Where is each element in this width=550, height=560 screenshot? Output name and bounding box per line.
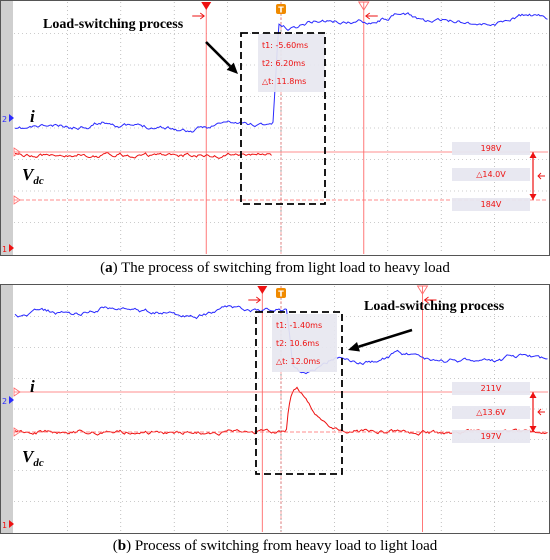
panel-a-annotation-text: Load-switching process — [43, 17, 184, 32]
panel-b-annotation-arrow-head — [348, 341, 360, 352]
panel-b-trigger-marker: T — [278, 290, 284, 299]
panel-b-voltage-label-main: V — [22, 447, 35, 466]
caption-b: (b) Process of switching from heavy load… — [112, 538, 438, 554]
panel-a-time-readout-box — [258, 34, 325, 92]
panel-a-voltage-label-sub: dc — [33, 175, 44, 187]
panel-a-time-readout-t1: t1: -5.60ms — [262, 41, 308, 50]
panel-a-level-side-arrow — [537, 172, 545, 180]
panel-a-annotation-arrow-head — [226, 62, 238, 74]
panel-b-cursor-t1-arrow — [248, 296, 262, 304]
oscilloscope-chart-b: 2 1 T 211V △13.6V 197V t1: -1.40ms t2: 10.6ms △t… — [0, 284, 550, 534]
panel-b-current-label: i — [30, 377, 35, 396]
panel-a-channel-2-marker: 2 — [2, 115, 7, 124]
panel-a-channel-2-arrow — [9, 114, 14, 122]
panel-a-level-lower-marker — [13, 195, 21, 205]
caption-b-letter: b — [117, 538, 127, 554]
panel-a-level-lower-box — [452, 198, 530, 211]
panel-a-level-upper-box — [452, 142, 530, 155]
scope-panel-b: 2 1 T 211V △13.6V 197V t1: -1.40ms t2: 10.6ms △t… — [0, 284, 550, 534]
panel-b-level-upper-box — [452, 382, 530, 395]
panel-b-voltage-label: Vdc — [22, 447, 44, 469]
oscilloscope-chart-a: 2 1 T 198V △14.0V 184V t1: -5.60ms t2: 6.20ms △t… — [0, 0, 550, 256]
caption-a: (a) The process of switching from light … — [100, 260, 450, 276]
panel-b-level-delta-text: △13.6V — [476, 408, 506, 417]
panel-b-cursor-t2-arrow — [423, 296, 437, 304]
panel-a-level-upper-text: 198V — [481, 144, 502, 153]
panel-b-level-delta-box — [452, 406, 530, 419]
panel-b-level-arrow-up — [529, 392, 537, 398]
panel-b-channel-1-arrow — [9, 520, 14, 528]
panel-a-level-upper-marker — [13, 147, 21, 157]
panel-a-level-lower-text: 184V — [481, 200, 502, 209]
panel-b-level-lower-box — [452, 430, 530, 443]
panel-a-current-label: i — [30, 107, 35, 126]
panel-b-switching-highlight-box — [255, 311, 343, 475]
panel-a-channel-1-marker: 1 — [2, 245, 7, 254]
panel-a-annotation-arrow-shaft — [205, 41, 232, 68]
panel-a-voltage-label-main: V — [22, 165, 35, 184]
panel-b-cursor-t2-marker — [416, 285, 429, 295]
panel-a-level-delta-box — [452, 168, 530, 181]
panel-b-trigger-marker-box — [276, 288, 286, 298]
panel-b-level-upper-text: 211V — [481, 384, 502, 393]
panel-b-annotation-text: Load-switching process — [364, 299, 505, 314]
panel-a-channel-1-arrow — [9, 244, 14, 252]
panel-b-channel-2-arrow — [9, 396, 14, 404]
panel-b-level-side-arrow — [537, 408, 545, 416]
panel-b-level-arrow-down — [529, 426, 537, 432]
panel-a-grid — [14, 2, 548, 254]
panel-b-channel-2-marker: 2 — [2, 397, 7, 406]
panel-a-switching-highlight-box — [240, 32, 326, 205]
panel-b-annotation-arrow-shaft — [358, 328, 413, 348]
panel-a-voltage-trace — [14, 152, 272, 159]
panel-a-cursor-t2-arrow — [365, 12, 378, 20]
panel-b-time-readout-t1: t1: -1.40ms — [276, 321, 322, 330]
panel-a-cursor-t2-marker — [357, 1, 370, 11]
panel-b-time-readout-dt: △t: 12.0ms — [276, 357, 320, 366]
panel-a-level-arrow-down — [529, 194, 537, 200]
panel-a-trigger-marker-box — [276, 4, 286, 14]
panel-b-time-readout-box — [272, 314, 337, 372]
panel-b-level-upper-marker — [13, 387, 21, 397]
panel-a-time-readout-dt: △t: 11.8ms — [262, 77, 306, 86]
panel-b-cursor-t1-marker — [257, 286, 268, 294]
panel-b-level-lower-text: 197V — [481, 432, 502, 441]
panel-a-cursor-t1-arrow — [192, 12, 205, 20]
panel-a-time-readout-t2: t2: 6.20ms — [262, 59, 305, 68]
panel-a-cursor-t1-marker — [201, 2, 212, 10]
caption-a-text: The process of switching from light load… — [121, 260, 450, 276]
panel-b-level-lower-marker — [13, 427, 21, 437]
panel-a-level-delta-text: △14.0V — [476, 170, 506, 179]
panel-a-level-arrow-up — [529, 152, 537, 158]
panel-b-voltage-label-sub: dc — [33, 457, 44, 469]
panel-a-current-trace — [14, 12, 548, 133]
caption-b-text: Process of switching from heavy load to … — [134, 538, 438, 554]
panel-b-time-readout-t2: t2: 10.6ms — [276, 339, 319, 348]
panel-b-sidebar — [1, 285, 13, 533]
panel-a-voltage-label: Vdc — [22, 165, 44, 187]
caption-a-letter: a — [105, 260, 113, 276]
panel-b-current-trace — [14, 305, 548, 375]
panel-b-channel-1-marker: 1 — [2, 521, 7, 530]
panel-a-trigger-marker: T — [278, 6, 284, 15]
scope-panel-a: 2 1 T 198V △14.0V 184V t1: -5.60ms t2: 6.20ms △t… — [0, 0, 550, 256]
panel-a-sidebar — [1, 1, 13, 255]
